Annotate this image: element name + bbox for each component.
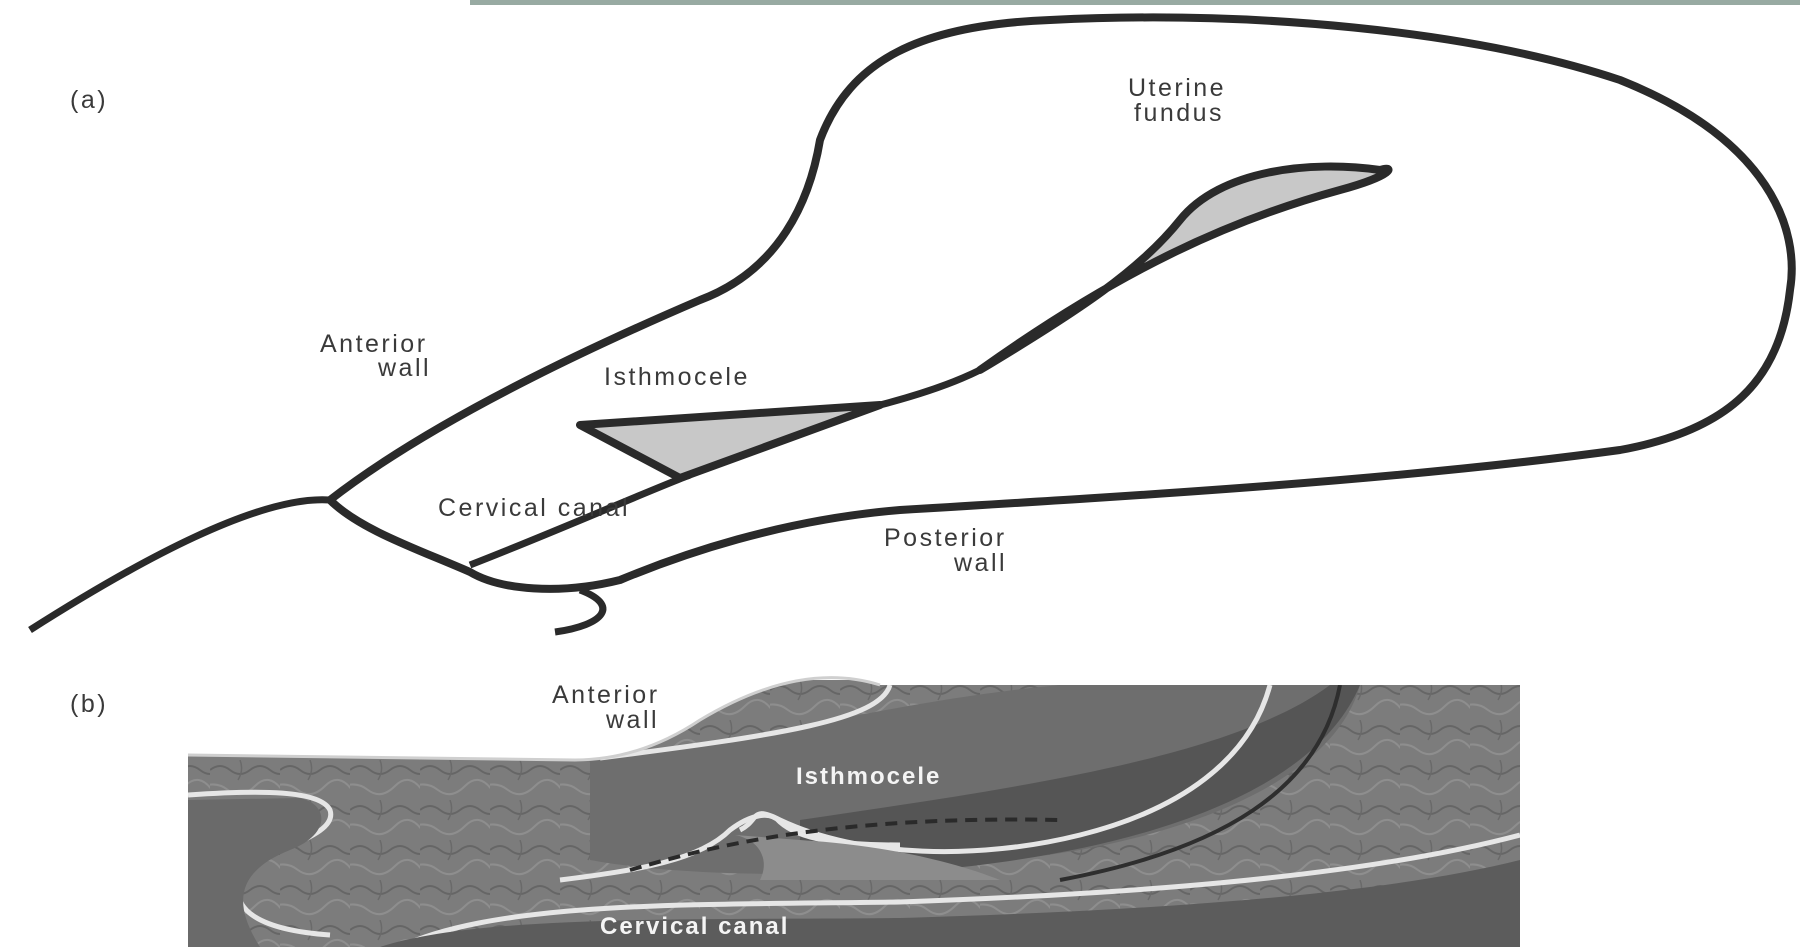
- label-b-anterior: Anterior: [552, 681, 660, 709]
- label-uterine: Uterine: [1128, 74, 1226, 102]
- panel-a-tag: (a): [70, 86, 108, 114]
- label-fundus: fundus: [1134, 99, 1224, 127]
- label-wall-anterior: wall: [377, 354, 431, 382]
- label-b-isthmocele: Isthmocele: [796, 763, 941, 790]
- label-posterior: Posterior: [884, 524, 1007, 552]
- label-wall-posterior: wall: [953, 549, 1007, 577]
- endometrial-cavity: [980, 167, 1389, 370]
- posterior-vaginal-line: [555, 590, 603, 632]
- panel-a: (a) Uterine fundus Anterior wall Isthmoc…: [30, 18, 1792, 633]
- panel-b: (b) Anterior wall: [70, 678, 1528, 947]
- canal-to-cavity-line: [880, 370, 980, 405]
- ultrasound-tissue: [188, 680, 1528, 947]
- panel-b-tag: (b): [70, 690, 108, 718]
- label-b-wall: wall: [605, 706, 659, 734]
- anterior-vaginal-line: [30, 500, 330, 630]
- label-cervical-canal: Cervical canal: [438, 494, 630, 522]
- label-isthmocele: Isthmocele: [604, 363, 750, 391]
- isthmocele-niche: [580, 405, 880, 478]
- label-b-cervical-canal: Cervical canal: [600, 913, 789, 940]
